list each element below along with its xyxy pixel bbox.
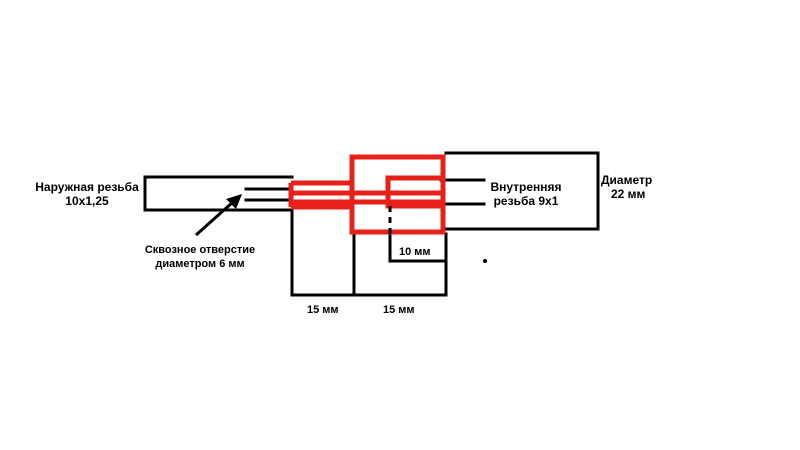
through-hole-label-line1: Сквозное отверстие (144, 244, 256, 256)
dim-10-line (388, 232, 448, 263)
dim-15-left-label: 15 мм (307, 304, 339, 316)
inner-thread-label-line1: Внутренняя (490, 180, 562, 194)
dim-10-label: 10 мм (399, 246, 431, 258)
outer-thread-label-line1: Наружная резьба (35, 180, 139, 194)
highlight-socket-outline (385, 175, 441, 209)
inner-thread-label: Внутренняя резьба 9x1 (485, 180, 567, 208)
outer-thread-label-line2: 10x1,25 (65, 194, 109, 208)
through-hole-label-line2: диаметром 6 мм (155, 258, 245, 270)
part-outline (143, 151, 600, 297)
stray-dot (483, 259, 487, 263)
diameter-label-line1: Диаметр (601, 173, 653, 187)
through-hole-leader (195, 194, 242, 237)
dim-15-right-label: 15 мм (383, 304, 415, 316)
diameter-label-line2: 22 мм (611, 187, 646, 201)
diameter-label: Диаметр 22 мм (601, 173, 652, 201)
outer-thread-label: Наружная резьба 10x1,25 (24, 180, 150, 208)
dim-box-left (290, 208, 356, 297)
inner-thread-label-line2: резьба 9x1 (493, 194, 559, 208)
leader-arrowhead (226, 194, 242, 209)
dim-box-right (352, 232, 448, 297)
through-hole-label: Сквозное отверстие диаметром 6 мм (137, 243, 263, 271)
highlight-section (288, 154, 446, 235)
